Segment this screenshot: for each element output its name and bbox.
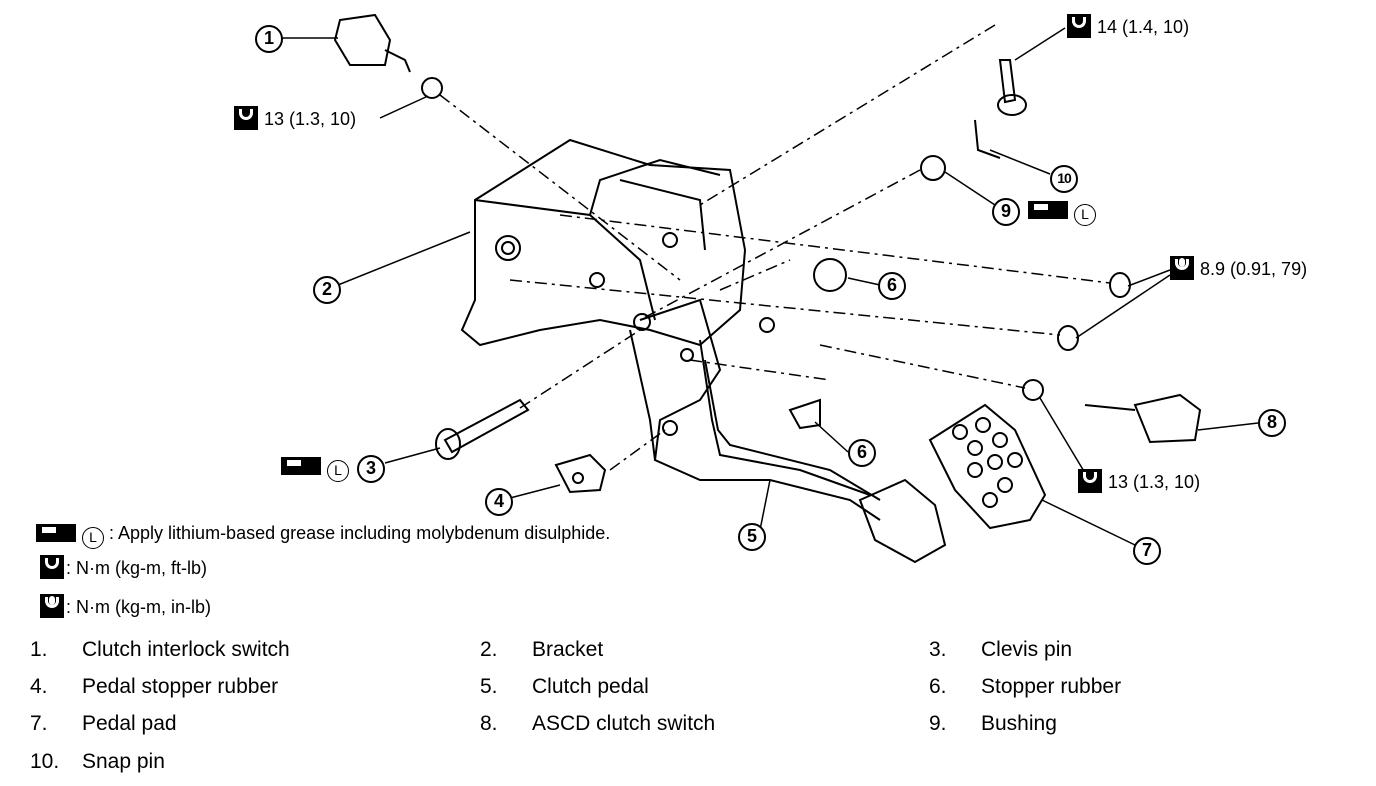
legend-ftlb-text: : N·m (kg-m, ft-lb) [66,558,207,578]
part-8: 8.ASCD clutch switch [480,712,716,735]
grease-marker-bushing: L [1028,200,1096,226]
torque-value: 8.9 (0.91, 79) [1200,259,1308,279]
lithium-grease-icon: L [82,527,104,549]
torque-nut-interlock: 13 (1.3, 10) [234,106,356,130]
part-9: 9.Bushing [929,712,1057,735]
bracket-outline [460,138,747,347]
callout-4: 4 [485,488,513,516]
callout-6-bottom: 6 [848,439,876,467]
legend-inlb: : N·m (kg-m, in-lb) [40,594,211,618]
torque-bolt-14: 14 (1.4, 10) [1067,14,1189,38]
callout-7: 7 [1133,537,1161,565]
wrench-inlb-icon [40,594,64,618]
part-4: 4.Pedal stopper rubber [30,675,279,698]
part-7: 7.Pedal pad [30,712,177,735]
torque-value: 14 (1.4, 10) [1097,17,1190,37]
wrench-ftlb-icon [40,555,64,579]
legend-grease: L : Apply lithium-based grease including… [36,523,610,549]
part-1: 1.Clutch interlock switch [30,638,290,661]
legend-inlb-text: : N·m (kg-m, in-lb) [66,597,211,617]
wrench-ftlb-icon [1067,14,1091,38]
callout-9: 9 [992,198,1020,226]
callout-2: 2 [313,276,341,304]
part-5: 5.Clutch pedal [480,675,649,698]
callout-5: 5 [738,523,766,551]
torque-value: 13 (1.3, 10) [264,109,357,129]
part-6: 6.Stopper rubber [929,675,1122,698]
lithium-grease-icon: L [1074,204,1096,226]
part-10: 10.Snap pin [30,750,165,773]
torque-nut-ascd: 13 (1.3, 10) [1078,469,1200,493]
grease-icon [36,524,76,542]
callout-1: 1 [255,25,283,53]
legend-ftlb: : N·m (kg-m, ft-lb) [40,555,207,579]
callout-6-top: 6 [878,272,906,300]
torque-value: 13 (1.3, 10) [1108,472,1201,492]
pedal-pad-outline [928,403,1047,530]
callout-3: 3 [357,455,385,483]
wrench-inlb-icon [1170,256,1194,280]
grease-icon [1028,201,1068,219]
grease-icon [281,457,321,475]
wrench-ftlb-icon [234,106,258,130]
clutch-pedal-outline [639,298,881,521]
wrench-ftlb-icon [1078,469,1102,493]
part-2: 2.Bracket [480,638,604,661]
part-3: 3.Clevis pin [929,638,1073,661]
lithium-grease-icon: L [327,460,349,482]
callout-10: 10 [1050,165,1078,193]
legend-grease-text: : Apply lithium-based grease including m… [109,523,611,543]
grease-marker-clevis: L [281,456,349,482]
torque-nut-bracket: 8.9 (0.91, 79) [1170,256,1307,280]
callout-8: 8 [1258,409,1286,437]
